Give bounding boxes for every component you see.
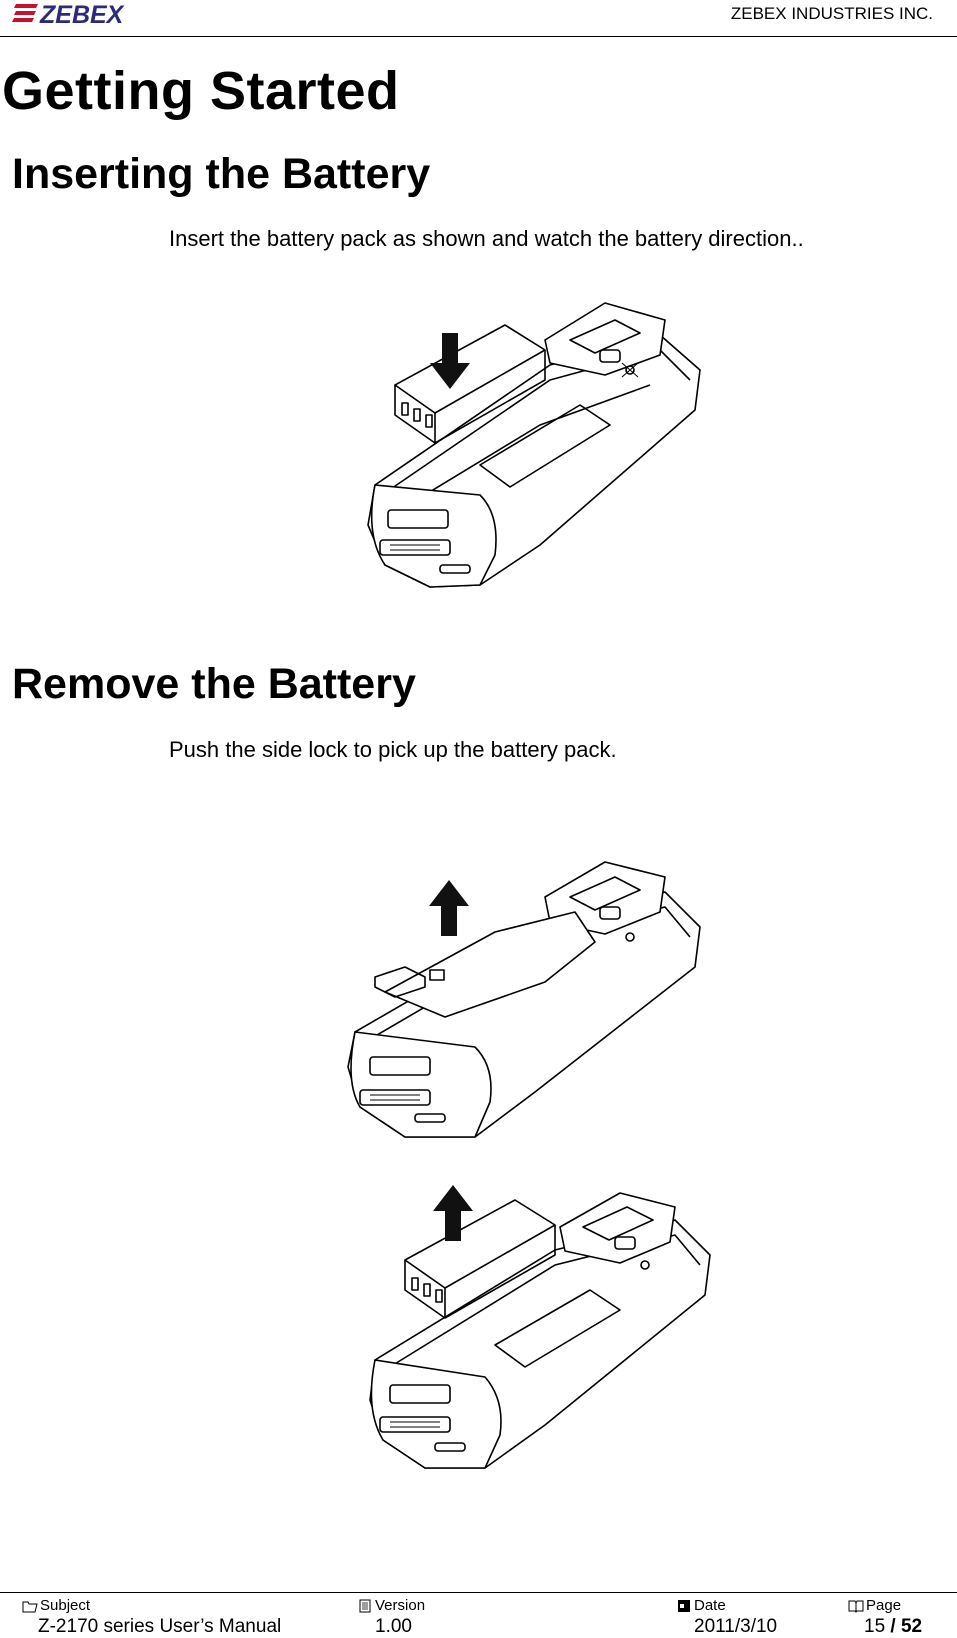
version-value: 1.00 [375, 1616, 412, 1637]
book-icon [848, 1600, 864, 1613]
section-heading-remove: Remove the Battery [12, 660, 416, 708]
page-title: Getting Started [2, 61, 400, 121]
footer-version-label: Version [357, 1597, 425, 1614]
arrow-down-icon [430, 333, 470, 389]
date-label: Date [694, 1597, 726, 1614]
footer-divider [0, 1592, 957, 1593]
page-total: 52 [900, 1616, 923, 1637]
subject-value: Z-2170 series User’s Manual [38, 1616, 282, 1637]
page-current: 15 [864, 1616, 886, 1637]
version-label: Version [375, 1597, 426, 1614]
footer-subject-label: Subject [22, 1597, 90, 1614]
section-heading-insert: Inserting the Battery [12, 150, 431, 198]
battery-removal-illustration [365, 1185, 720, 1475]
page-separator: / [885, 1616, 901, 1637]
battery-cover-lift-illustration [345, 852, 715, 1142]
subject-label: Subject [40, 1597, 91, 1614]
footer-page-label: Page [848, 1597, 901, 1614]
section-text-remove: Push the side lock to pick up the batter… [169, 737, 617, 762]
header-divider [0, 36, 957, 37]
arrow-up-icon [433, 1185, 473, 1241]
section-text-insert: Insert the battery pack as shown and wat… [169, 226, 804, 251]
logo-text: ZEBEX [39, 1, 125, 28]
battery-insert-illustration [360, 295, 720, 600]
date-value: 2011/3/10 [694, 1616, 778, 1637]
arrow-up-icon [429, 880, 469, 936]
document-icon [359, 1599, 371, 1612]
page-label: Page [866, 1597, 902, 1614]
zebex-logo: ZEBEX [12, 0, 140, 29]
page-number: 15 / 52 [864, 1616, 922, 1638]
folder-icon [22, 1601, 38, 1612]
company-name: ZEBEX INDUSTRIES INC. [730, 4, 933, 23]
calendar-icon [678, 1599, 690, 1612]
footer-date-label: Date [676, 1597, 726, 1614]
